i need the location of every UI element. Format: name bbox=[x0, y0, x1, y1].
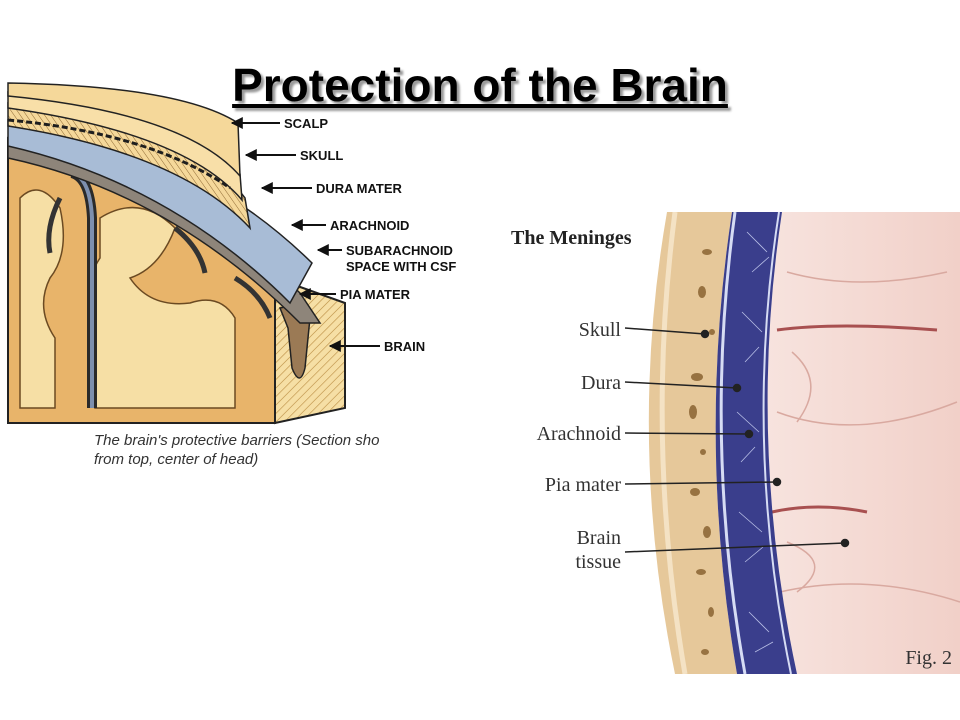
bone-pores bbox=[689, 249, 715, 655]
label-brain: BRAIN bbox=[384, 339, 425, 354]
label-skull: SKULL bbox=[300, 148, 343, 163]
meninges-diagram: The Meninges Skull Dura Arachnoid Pia ma… bbox=[497, 212, 960, 674]
label-skull: Skull bbox=[579, 319, 622, 341]
caption-line-1: The brain's protective barriers (Section… bbox=[94, 432, 380, 449]
label-pia-mater: PIA MATER bbox=[340, 287, 411, 302]
slide-title: Protection of the Brain bbox=[232, 59, 728, 111]
caption-line-2: from top, center of head) bbox=[94, 451, 258, 468]
label-arachnoid: ARACHNOID bbox=[330, 218, 409, 233]
dura-band bbox=[715, 212, 797, 674]
scalp-layer bbox=[7, 82, 241, 179]
label-dura: Dura bbox=[581, 372, 621, 394]
label-subarachnoid-space: SPACE WITH CSF bbox=[346, 259, 456, 274]
white-matter bbox=[19, 189, 65, 409]
brain-folds bbox=[771, 324, 938, 514]
label-tissue: tissue bbox=[575, 551, 621, 573]
label-dura-mater: DURA MATER bbox=[316, 181, 403, 196]
label-pia-mater: Pia mater bbox=[545, 474, 621, 496]
label-scalp: SCALP bbox=[284, 116, 328, 131]
arachnoid-web bbox=[736, 231, 774, 653]
brain-protective-barriers-diagram: SCALP SKULL DURA MATER ARACHNOID SUBARAC… bbox=[0, 78, 500, 478]
label-arachnoid: Arachnoid bbox=[537, 423, 621, 445]
label-brain: Brain bbox=[577, 527, 621, 549]
label-subarachnoid: SUBARACHNOID bbox=[346, 243, 453, 258]
meninges-title: The Meninges bbox=[511, 227, 632, 249]
fig-label: Fig. 2 bbox=[905, 647, 952, 669]
